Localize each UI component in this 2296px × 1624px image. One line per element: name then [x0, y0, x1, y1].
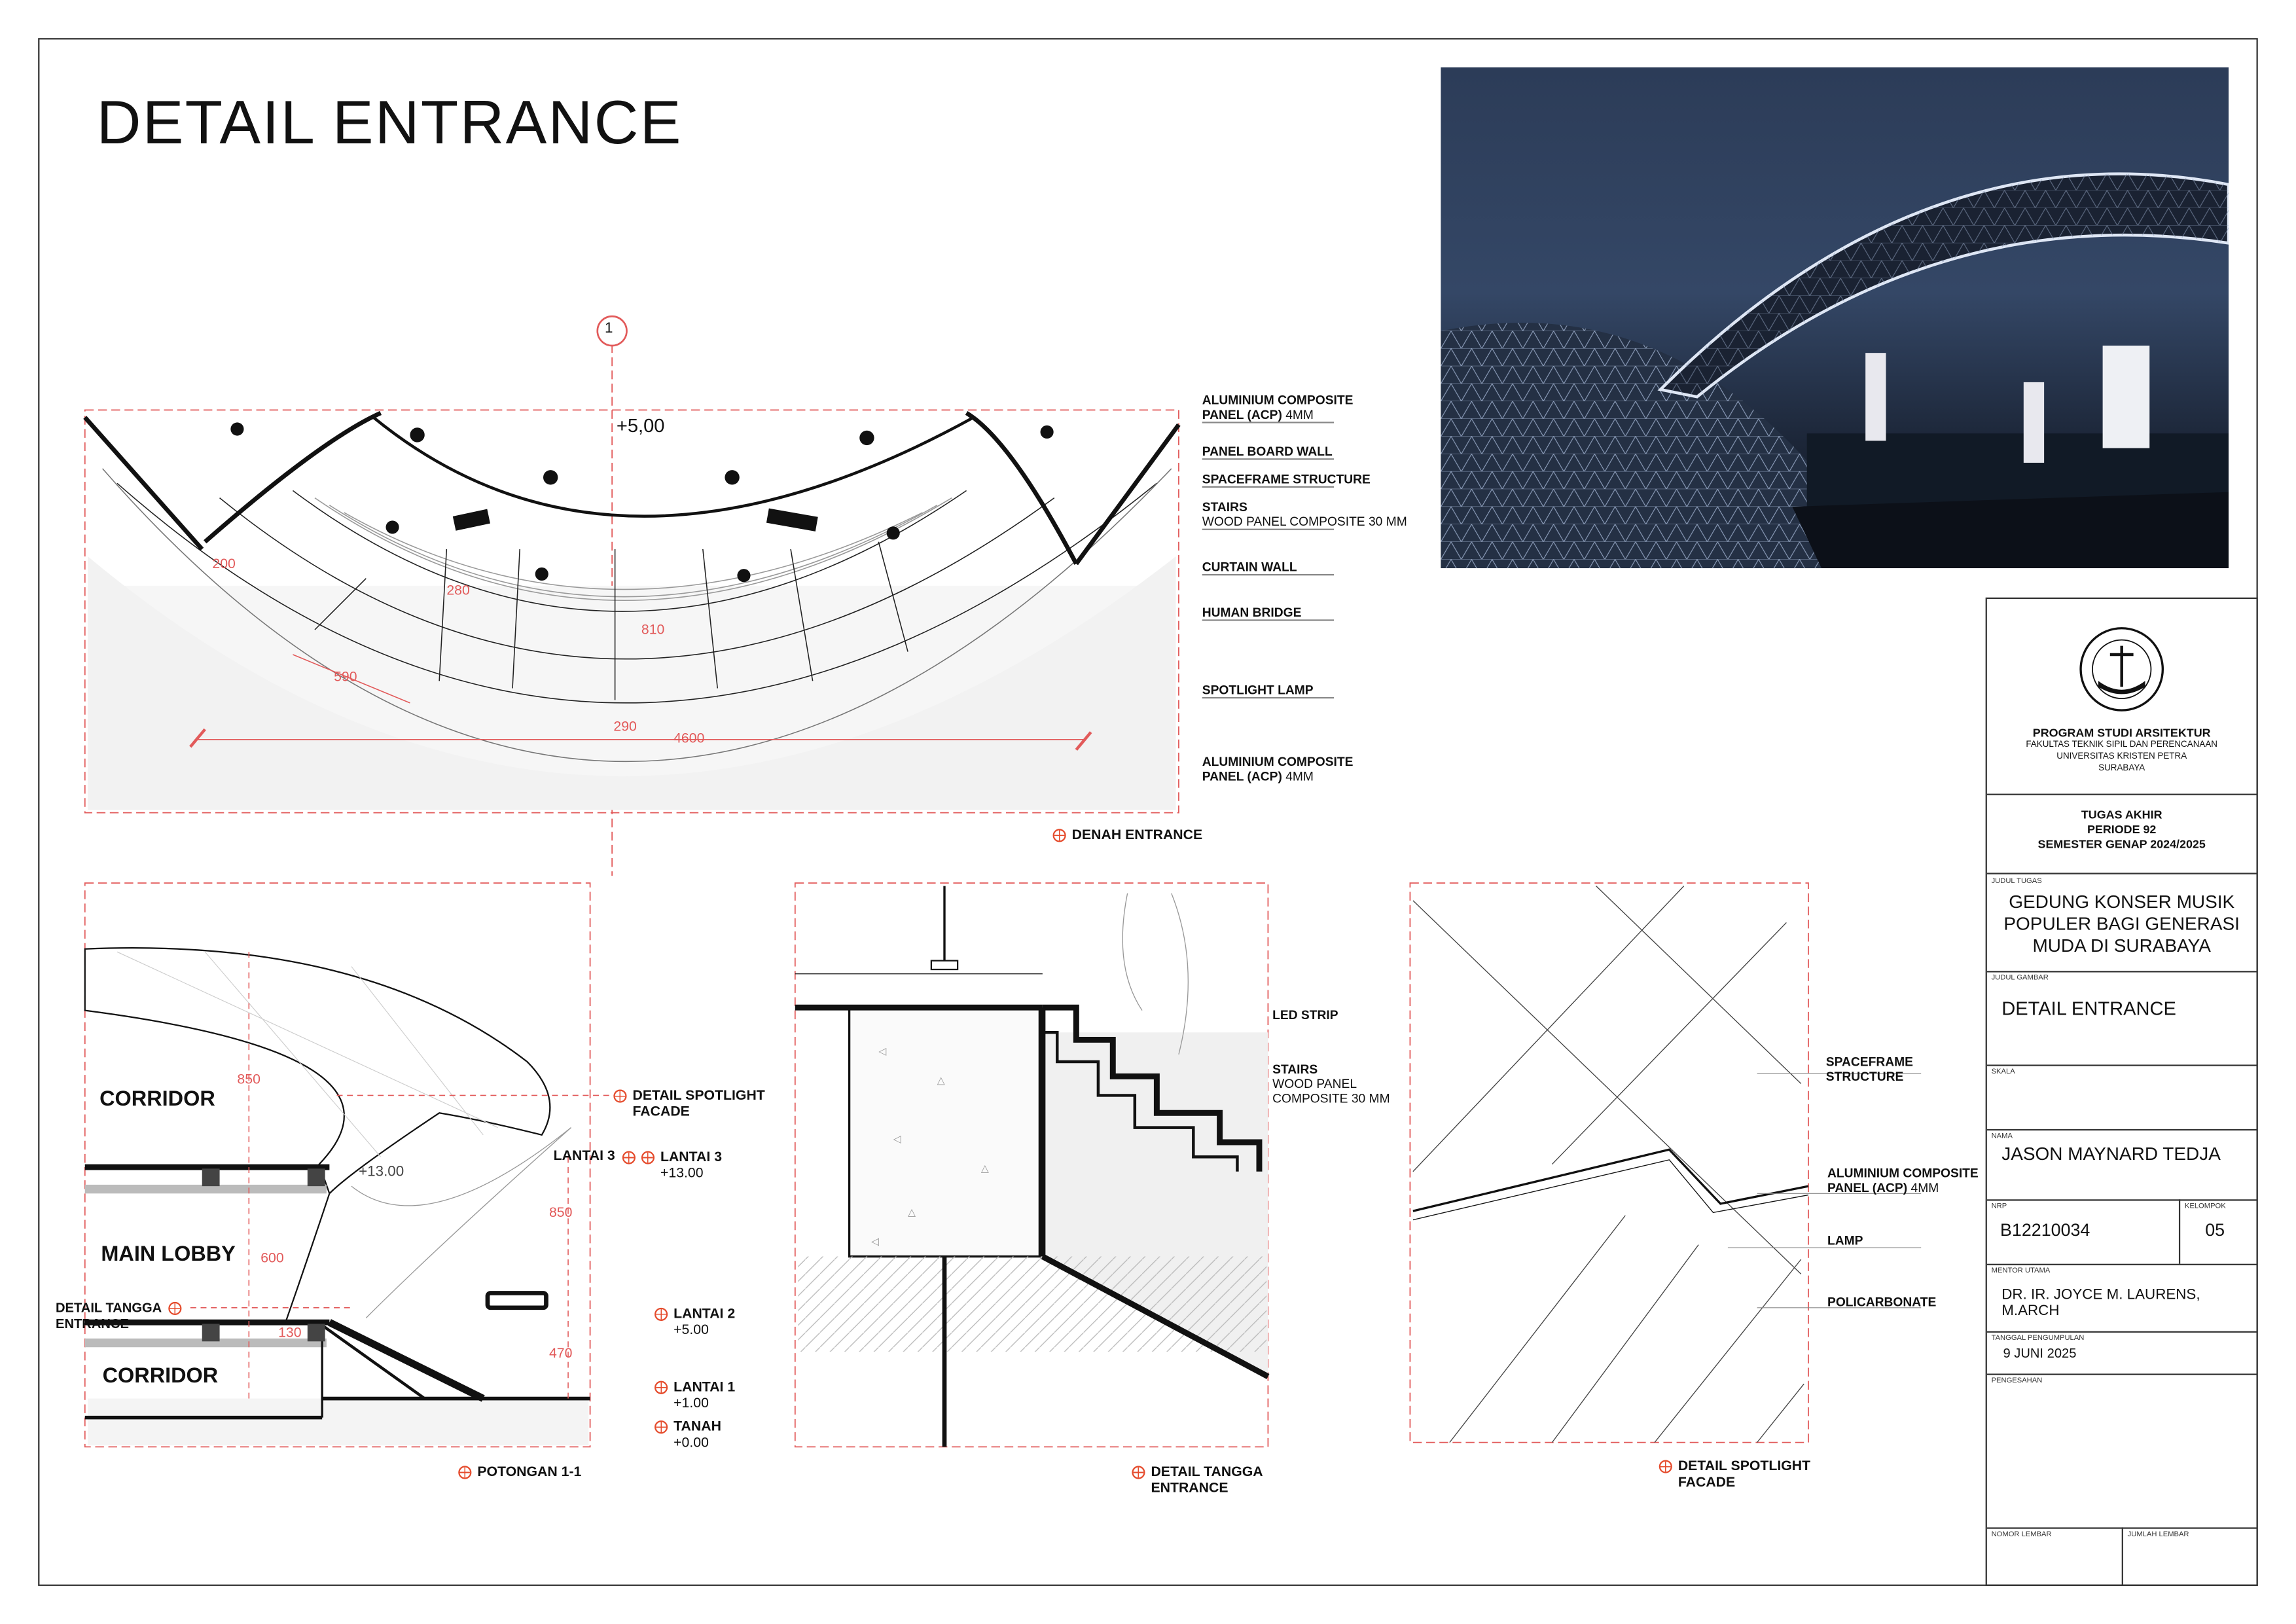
- plan-dim: 200: [212, 556, 236, 573]
- title-block: PROGRAM STUDI ARSITEKTUR FAKULTAS TEKNIK…: [1985, 597, 2259, 1586]
- city-name: SURABAYA: [2098, 764, 2145, 774]
- level-marker-lantai1: LANTAI 1+1.00: [655, 1379, 735, 1412]
- section-marker-icon: [613, 1089, 627, 1103]
- section-marker-icon: [458, 1466, 472, 1479]
- nrp-section: NRP B12210034 KELOMPOK 05: [1986, 1199, 2259, 1265]
- university-name: UNIVERSITAS KRISTEN PETRA: [2056, 752, 2187, 762]
- level-marker-icon: [655, 1307, 668, 1321]
- svg-text:◁: ◁: [878, 1046, 887, 1057]
- drawing-title: DETAIL ENTRANCE: [2001, 997, 2176, 1020]
- lantai3-left-label: LANTAI 3: [553, 1147, 615, 1164]
- section-dim: 600: [260, 1250, 284, 1267]
- nama-section: NAMA JASON MAYNARD TEDJA: [1986, 1129, 2257, 1201]
- level-marker-icon: [641, 1151, 655, 1164]
- section-caption: POTONGAN 1-1: [458, 1464, 581, 1481]
- svg-text:△: △: [981, 1163, 990, 1174]
- level-marker-icon: [655, 1380, 668, 1394]
- svg-text:△: △: [937, 1075, 946, 1087]
- level-marker-icon: [622, 1151, 636, 1164]
- section-marker-icon: [1132, 1466, 1145, 1479]
- level-marker-tanah: TANAH+0.00: [655, 1419, 721, 1451]
- plan-annotation-spaceframe: SPACEFRAME STRUCTURE: [1202, 471, 1371, 488]
- room-label-corridor-lower: CORRIDOR: [102, 1365, 219, 1388]
- svg-text:◁: ◁: [893, 1134, 902, 1145]
- plan-annotation-spotlight-lamp: SPOTLIGHT LAMP: [1202, 683, 1335, 699]
- section-dim: 850: [548, 1205, 573, 1221]
- svg-text:◁: ◁: [871, 1236, 880, 1248]
- section-marker-icon: [168, 1301, 181, 1316]
- section-dim: 850: [237, 1072, 260, 1089]
- plan-dim: 290: [613, 719, 637, 736]
- plan-elevation: +5,00: [616, 414, 665, 437]
- nomor-lembar-cell: NOMOR LEMBAR: [1987, 1527, 2123, 1586]
- plan-dim: 280: [446, 583, 470, 600]
- jumlah-lembar-cell: JUMLAH LEMBAR: [2127, 1530, 2189, 1540]
- plan-dim: 4600: [673, 731, 705, 747]
- kelompok-value: 05: [2205, 1219, 2225, 1240]
- room-label-main-lobby: MAIN LOBBY: [101, 1243, 236, 1267]
- university-logo: [2079, 627, 2164, 712]
- plan-annotation-panel-board-wall: PANEL BOARD WALL: [1202, 444, 1335, 460]
- kelompok-cell: KELOMPOK 05: [2178, 1199, 2259, 1264]
- plan-dim: 810: [641, 622, 665, 639]
- sheet-title: DETAIL ENTRANCE: [96, 88, 683, 157]
- tanggal-section: TANGGAL PENGUMPULAN 9 JUNI 2025: [1986, 1331, 2257, 1375]
- section-dim: 470: [548, 1345, 573, 1362]
- mentor-section: MENTOR UTAMA DR. IR. JOYCE M. LAURENS, M…: [1986, 1264, 2257, 1333]
- room-label-corridor-upper: CORRIDOR: [99, 1088, 215, 1112]
- program-name: PROGRAM STUDI ARSITEKTUR: [2032, 726, 2211, 740]
- nrp-value: B12210034: [2000, 1219, 2090, 1240]
- section-marker-icon: [1659, 1460, 1672, 1473]
- pengesahan-section: PENGESAHAN: [1986, 1373, 2257, 1529]
- plan-caption: DENAH ENTRANCE: [1052, 827, 1202, 844]
- level-inline: +13.00: [359, 1164, 404, 1181]
- level-marker-lantai3: LANTAI 3+13.00: [622, 1149, 722, 1182]
- institution-info: PROGRAM STUDI ARSITEKTUR FAKULTAS TEKNIK…: [1987, 726, 2257, 775]
- judul-gambar-section: JUDUL GAMBAR DETAIL ENTRANCE: [1986, 971, 2257, 1066]
- mentor-name: DR. IR. JOYCE M. LAURENS, M.ARCH: [2001, 1287, 2200, 1320]
- facade-annotation-lamp: LAMP: [1827, 1233, 1863, 1248]
- faculty-name: FAKULTAS TEKNIK SIPIL DAN PERENCANAAN: [2026, 741, 2218, 750]
- plan-annotation-human-bridge: HUMAN BRIDGE: [1202, 605, 1335, 621]
- grid-marker-1: 1: [604, 320, 613, 337]
- section-dim: 130: [278, 1325, 302, 1342]
- student-name: JASON MAYNARD TEDJA: [2001, 1144, 2221, 1164]
- facade-annotation-policarbonate: POLICARBONATE: [1827, 1294, 1937, 1310]
- section-marker-icon: [1052, 829, 1066, 842]
- level-marker-icon: [655, 1420, 668, 1434]
- plan-dim: 590: [334, 669, 357, 686]
- level-marker-lantai2: LANTAI 2+5.00: [655, 1307, 735, 1339]
- plan-annotation-curtain-wall: CURTAIN WALL: [1202, 560, 1335, 576]
- skala-section: SKALA: [1986, 1064, 2257, 1131]
- svg-text:△: △: [908, 1207, 916, 1218]
- stair-annotation-led-strip: LED STRIP: [1272, 1007, 1338, 1022]
- entrance-render-image: [1441, 67, 2229, 569]
- submission-date: 9 JUNI 2025: [2003, 1345, 2077, 1361]
- title-block-header: PROGRAM STUDI ARSITEKTUR FAKULTAS TEKNIK…: [1986, 599, 2257, 795]
